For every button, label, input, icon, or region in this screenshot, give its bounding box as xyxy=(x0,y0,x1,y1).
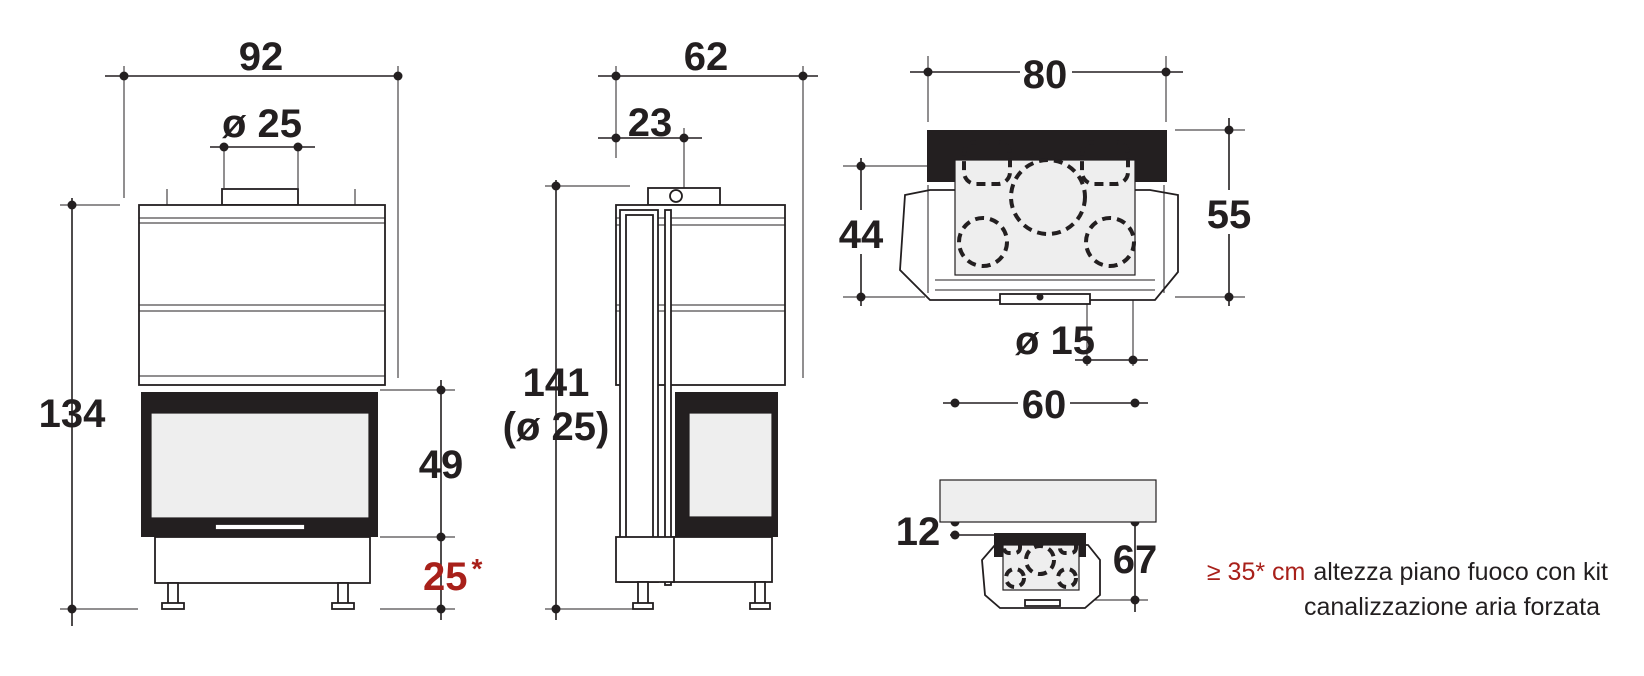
front-door-height-label: 49 xyxy=(419,443,464,487)
dim-front-height: 134 xyxy=(39,198,138,626)
dim-front-width: 92 xyxy=(105,35,403,378)
top-plan-drawing xyxy=(899,130,1179,305)
dim-hearth-depth: 67 xyxy=(1095,522,1157,612)
front-width-label: 92 xyxy=(239,35,284,79)
dim-top-depth-outer: 55 xyxy=(1175,118,1253,306)
front-fireplace-drawing xyxy=(138,188,386,610)
dim-front-flue: ø 25 xyxy=(210,102,315,188)
dim-top-air-intake: ø 15 xyxy=(1015,260,1148,366)
front-flue-label: ø 25 xyxy=(222,102,302,146)
side-view: 62 23 141 (ø 25) xyxy=(503,35,818,620)
front-height-label: 134 xyxy=(39,392,106,436)
top-air-intake-label: ø 15 xyxy=(1015,319,1095,363)
side-height-label: 141 xyxy=(523,361,590,405)
dim-side-flue-offset: 23 xyxy=(598,101,702,188)
side-depth-label: 62 xyxy=(684,35,729,79)
top-depth-outer-label: 55 xyxy=(1207,193,1252,237)
hearth-thickness-label: 12 xyxy=(896,510,941,554)
dim-front-door: 49 25* xyxy=(380,380,483,620)
hearth-depth-label: 67 xyxy=(1113,538,1158,582)
top-depth-inner-label: 44 xyxy=(839,213,884,257)
top-view: 80 55 44 ø 15 xyxy=(836,52,1253,427)
note-line-2: canalizzazione aria forzata xyxy=(1304,593,1600,621)
hearth-drawing xyxy=(939,479,1157,609)
dim-top-width: 80 xyxy=(910,52,1183,122)
side-flue-offset-label: 23 xyxy=(628,101,673,145)
side-height-note: (ø 25) xyxy=(503,405,610,449)
dim-side-height: 141 (ø 25) xyxy=(503,180,650,620)
top-opening-label: 60 xyxy=(1022,383,1067,427)
dim-top-opening: 60 xyxy=(943,382,1148,427)
dim-side-depth: 62 xyxy=(598,35,818,378)
dim-hearth-thickness: 12 xyxy=(896,510,1140,554)
hearth-view: 12 67 xyxy=(896,479,1157,612)
front-view: 92 ø 25 134 49 xyxy=(39,35,483,626)
dim-top-depth-inner: 44 xyxy=(836,158,955,306)
top-width-label: 80 xyxy=(1023,53,1068,97)
side-fireplace-drawing xyxy=(615,187,786,610)
front-base-height-label: 25* xyxy=(423,553,483,599)
